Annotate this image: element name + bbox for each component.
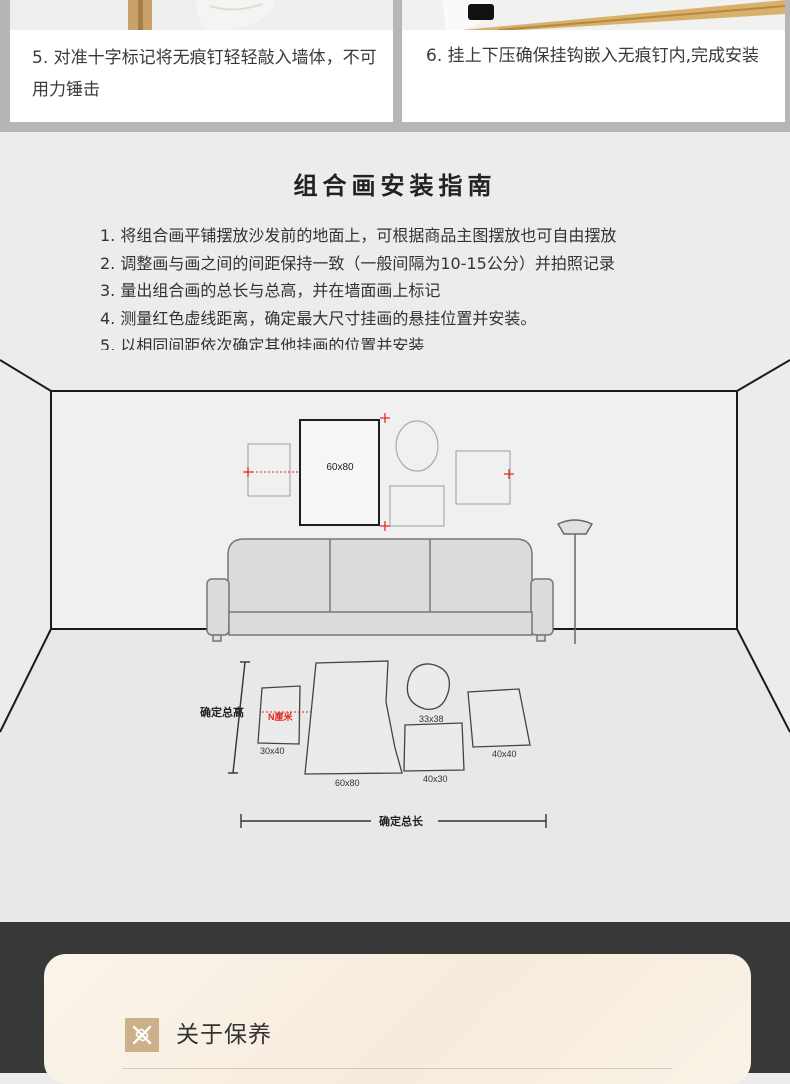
- step-card-6: 6. 挂上下压确保挂钩嵌入无痕钉内,完成安装: [402, 0, 785, 122]
- label-total-height: 确定总高: [200, 705, 244, 719]
- floor-lamp: [556, 519, 594, 644]
- label-30x40: 30x40: [260, 746, 285, 756]
- step-photo-hook: [402, 0, 785, 30]
- step-photo-hammer: [10, 0, 393, 30]
- guide-step: 4. 测量红色虚线距离，确定最大尺寸挂画的悬挂位置并安装。: [100, 308, 537, 328]
- step-text: 5. 对准十字标记将无痕钉轻轻敲入墙体，不可用力锤击: [32, 48, 377, 100]
- guide-step: 1. 将组合画平铺摆放沙发前的地面上，可根据商品主图摆放也可自由摆放: [100, 226, 617, 245]
- label-total-length: 确定总长: [379, 814, 424, 828]
- step-card-5: 5. 对准十字标记将无痕钉轻轻敲入墙体，不可用力锤击: [10, 0, 393, 122]
- installation-steps: 5. 对准十字标记将无痕钉轻轻敲入墙体，不可用力锤击 6. 挂上下压确保挂钩嵌入…: [0, 0, 790, 132]
- care-divider: [122, 1068, 672, 1069]
- label-n-cm: N厘米: [268, 711, 293, 722]
- room-diagram: 60x80: [0, 350, 790, 922]
- wall-frame-oval: [395, 420, 439, 472]
- care-icon: [125, 1018, 159, 1052]
- guide-steps-list: 1. 将组合画平铺摆放沙发前的地面上，可根据商品主图摆放也可自由摆放 2. 调整…: [100, 222, 616, 360]
- hammer-photo: [10, 0, 393, 30]
- label-60x80: 60x80: [335, 778, 360, 788]
- label-33x38: 33x38: [419, 714, 444, 724]
- combination-painting-guide: 组合画安装指南 1. 将组合画平铺摆放沙发前的地面上，可根据商品主图摆放也可自由…: [0, 132, 790, 922]
- guide-step: 3. 量出组合画的总长与总高，并在墙面画上标记: [100, 281, 441, 300]
- floor-frame-40x30: [403, 722, 465, 772]
- wall-frame-main: [299, 419, 380, 526]
- care-card: 关于保养: [44, 954, 751, 1084]
- wall-frame-bottom: [389, 485, 445, 527]
- step-text: 6. 挂上下压确保挂钩嵌入无痕钉内,完成安装: [426, 46, 760, 66]
- red-cross-markers: [243, 413, 514, 531]
- floor-frame-oval: [406, 663, 451, 710]
- hook-photo: [402, 0, 785, 30]
- floor-layout: 确定总高 N厘米 30x40 60x80 33x38 40x30 40x40 确…: [200, 660, 547, 828]
- guide-step: 2. 调整画与画之间的间距保持一致（一般间隔为10-15公分）并拍照记录: [100, 253, 615, 273]
- guide-title: 组合画安装指南: [293, 171, 497, 200]
- wall-frames: 60x80: [243, 413, 514, 531]
- floor-frame-60x80: [304, 660, 403, 775]
- label-40x30: 40x30: [423, 774, 448, 784]
- floor-frame-30x40: [257, 685, 301, 745]
- crossed-tools-icon: [132, 1025, 152, 1045]
- care-title: 关于保养: [176, 1022, 272, 1048]
- floor-frame-40x40: [467, 688, 531, 748]
- label-40x40: 40x40: [492, 749, 517, 759]
- sofa-illustration: [206, 538, 554, 642]
- care-section: 关于保养: [0, 922, 790, 1084]
- room-outline: [0, 350, 790, 922]
- wall-frame-right: [455, 450, 511, 505]
- wall-frame-main-label: 60x80: [326, 462, 354, 473]
